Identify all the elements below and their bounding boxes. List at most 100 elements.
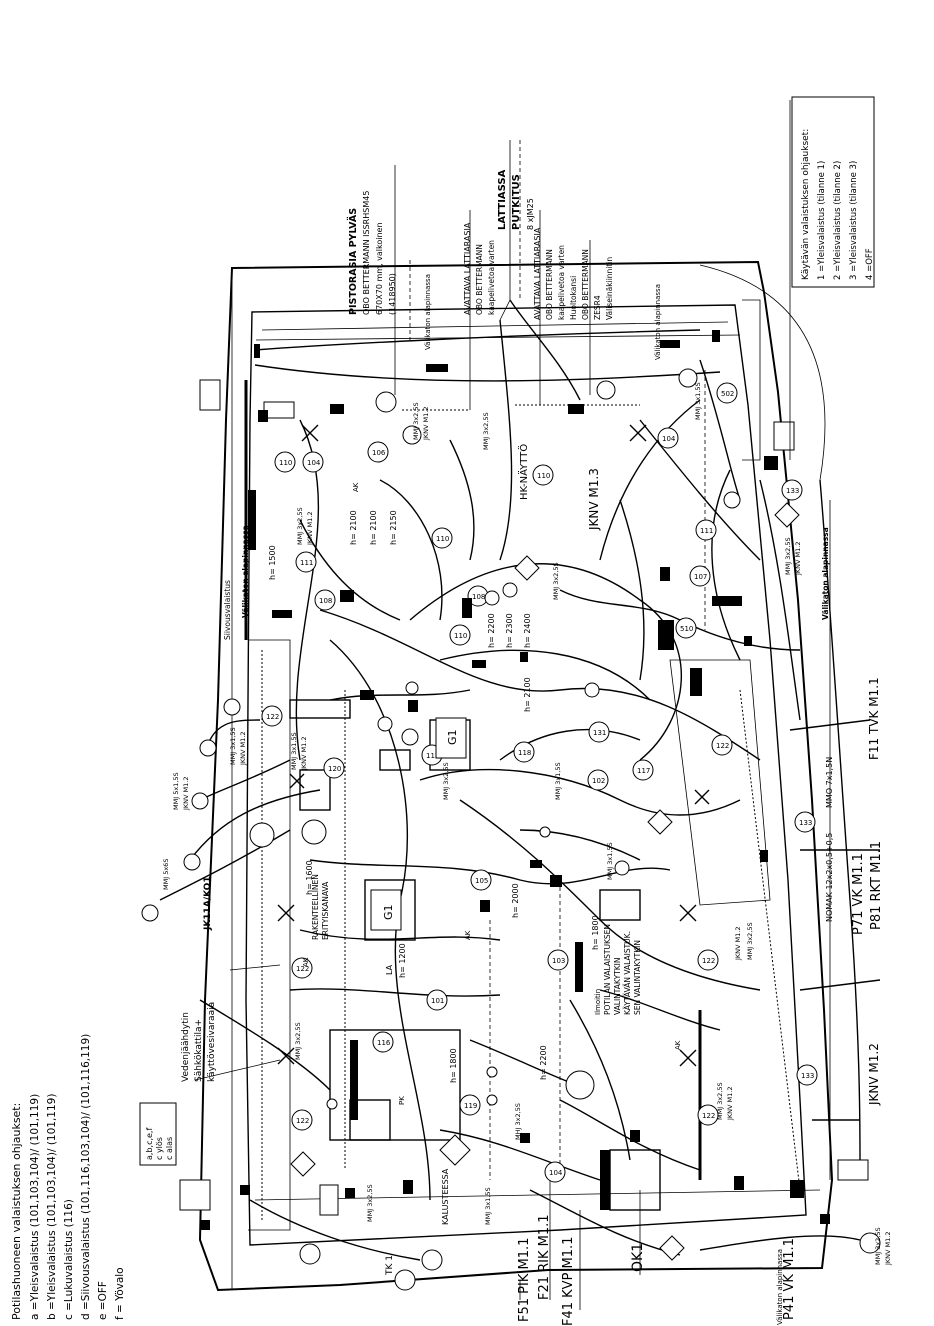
svg-text:Sähkökattila+: Sähkökattila+	[194, 1019, 204, 1082]
switch-box-line2: c ylös	[155, 1137, 164, 1160]
ref-p41: P41 VK M1.1	[782, 1238, 797, 1320]
ref-mmo: MMO 7x1,5N	[825, 757, 834, 808]
svg-text:h= 2000: h= 2000	[511, 883, 520, 918]
callout-avattava1: AVATTAVA LATTIARASIA OBO BETTERMANN kaap…	[463, 222, 496, 315]
svg-text:133: 133	[801, 1072, 814, 1080]
svg-text:(1418950): (1418950)	[388, 273, 397, 315]
svg-text:ZESR4: ZESR4	[593, 295, 602, 320]
fixture-symbols	[141, 330, 881, 1291]
svg-text:122: 122	[296, 965, 309, 973]
callout-pistorasia: PISTORASIA PYLVÄS OBO BETTERMANN ISSRHSM…	[348, 191, 397, 315]
svg-text:MMJ 3x2,5S: MMJ 3x2,5S	[296, 507, 304, 545]
cable-trays	[244, 380, 801, 1220]
legend-row-b: b =Yleisvalaistus (101,103,104)/ (101,11…	[46, 1094, 58, 1320]
svg-text:502: 502	[721, 390, 734, 398]
fixture-markers: 110 104 106 110 104 111 111 110 108 108 …	[261, 382, 818, 1183]
svg-text:110: 110	[436, 535, 449, 543]
svg-text:ERITYISKANAVA: ERITYISKANAVA	[321, 881, 330, 940]
svg-text:SEN VALINTAKYTKIN: SEN VALINTAKYTKIN	[633, 940, 642, 1015]
switch-box-line3: c alas	[165, 1137, 174, 1160]
svg-text:Vedenjäähdytin: Vedenjäähdytin	[181, 1012, 191, 1082]
svg-text:h= 1800: h= 1800	[591, 915, 600, 950]
svg-text:MMJ 3x1,5S: MMJ 3x1,5S	[554, 762, 562, 800]
svg-text:JKNV M1.2: JKNV M1.2	[734, 927, 742, 962]
svg-text:104: 104	[549, 1169, 563, 1177]
svg-text:MMJ 3x1,5S: MMJ 3x1,5S	[290, 732, 298, 770]
svg-text:MMJ 3x2,5S: MMJ 3x2,5S	[874, 1227, 882, 1265]
ref-g1-b: G1	[382, 904, 395, 920]
svg-text:h= 1600: h= 1600	[305, 860, 314, 895]
ref-jkknv-m13: JKNV M1.3	[587, 468, 601, 531]
legend-row-d: d =Siivousvalaistus (101,116,103,104)/ (…	[80, 1034, 92, 1320]
legend-row-e: e =OFF	[97, 1281, 109, 1320]
ref-ak-2: AK	[302, 957, 310, 967]
svg-text:122: 122	[266, 713, 279, 721]
leaders	[194, 100, 831, 1310]
svg-text:MMJ 3x2,5S: MMJ 3x2,5S	[442, 762, 450, 800]
legend-kaytava-title: Käytävän valaistuksen ohjaukset:	[801, 129, 811, 280]
svg-text:h= 2300: h= 2300	[505, 613, 514, 648]
svg-text:106: 106	[372, 449, 386, 457]
svg-text:MMJ 3x1,5S: MMJ 3x1,5S	[229, 727, 237, 765]
svg-text:AVATTAVA LATTIARASIA: AVATTAVA LATTIARASIA	[463, 222, 472, 315]
svg-text:133: 133	[799, 819, 812, 827]
svg-text:MHJ 3x2,5S: MHJ 3x2,5S	[514, 1103, 522, 1140]
svg-text:h= 2100: h= 2100	[523, 677, 532, 712]
svg-text:110: 110	[537, 472, 550, 480]
svg-text:133: 133	[786, 487, 799, 495]
label-valikaton-1: Välikaton alapinnassa	[241, 525, 250, 618]
ref-p71: P71 VK M1.1	[851, 853, 866, 935]
label-valikaton-5: Välikaton alapinnassa	[776, 1249, 784, 1325]
ref-jk11a: JK11A/KO1	[203, 876, 213, 931]
legend-kaytava-row-2: 2 =Yleisvalaistus (tilanne 2)	[833, 161, 843, 280]
ref-nomak: NOMAK 12x2x0,5+0,5	[825, 833, 834, 922]
callout-vedenjaahdytin: Vedenjäähdytin Sähkökattila+ käyttövesiv…	[181, 1002, 217, 1082]
legend-potilas: Potilashuoneen valaistuksen ohjaukset: a…	[10, 1034, 126, 1320]
svg-text:Huoltokansi: Huoltokansi	[569, 276, 578, 320]
svg-text:JKNV M1.2: JKNV M1.2	[726, 1087, 734, 1122]
svg-text:AVATTAVA LATTIARASIA: AVATTAVA LATTIARASIA	[533, 227, 542, 320]
ref-la: LA	[385, 964, 394, 975]
svg-text:JKNV M1.2: JKNV M1.2	[182, 777, 190, 812]
legend-kaytava-row-3: 3 =Yleisvalaistus (tilanne 3)	[849, 161, 859, 280]
svg-text:MMJ 3x1,5S: MMJ 3x1,5S	[484, 1187, 492, 1225]
svg-text:MMJ 3x1,5S: MMJ 3x1,5S	[606, 842, 614, 880]
svg-text:OBO BETTERMANN: OBO BETTERMANN	[545, 249, 554, 320]
svg-text:122: 122	[702, 957, 715, 965]
ref-f41: F41 KVP M1.1	[561, 1237, 576, 1326]
ref-f51: F51 PIK M1.1	[517, 1238, 532, 1322]
svg-text:käyttövesivaraaja: käyttövesivaraaja	[207, 1002, 217, 1082]
ref-ok1: OK1	[630, 1243, 646, 1272]
svg-text:MMJ 3x1,5S: MMJ 3x1,5S	[694, 382, 702, 420]
ref-ak-3: AK	[464, 930, 472, 940]
svg-text:RAKENTEELLINEN: RAKENTEELLINEN	[311, 874, 320, 940]
svg-text:118: 118	[518, 749, 531, 757]
svg-text:8 xJM25: 8 xJM25	[526, 198, 535, 230]
svg-text:JKNV M1.2: JKNV M1.2	[306, 512, 314, 547]
svg-text:103: 103	[552, 957, 565, 965]
cable-labels: MMJ 3x2,5S JKNV M1.2 MMJ 3x2,5S MMJ 3x2,…	[162, 382, 892, 1266]
legend-potilas-title: Potilashuoneen valaistuksen ohjaukset:	[10, 1103, 23, 1320]
svg-text:MMJ 5x1,5S: MMJ 5x1,5S	[172, 772, 180, 810]
svg-text:MMJ 3x2,5S: MMJ 3x2,5S	[746, 922, 754, 960]
svg-text:h= 2200: h= 2200	[487, 613, 496, 648]
legend-row-a: a =Yleisvalaistus (101,103,104)/ (101,11…	[29, 1094, 41, 1320]
ref-kalusteessa: KALUSTEESSA	[441, 1168, 450, 1225]
svg-text:131: 131	[593, 729, 606, 737]
ref-ak-4: AK	[674, 1040, 682, 1050]
ref-f11-tvk: F11 TVK M1.1	[867, 677, 881, 760]
svg-text:MMJ 3x2,5S: MMJ 3x2,5S	[552, 562, 560, 600]
svg-text:PISTORASIA PYLVÄS: PISTORASIA PYLVÄS	[348, 208, 359, 315]
ref-hk-naytto: HK-NÄYTTÖ	[517, 444, 530, 500]
svg-text:110: 110	[279, 459, 292, 467]
callout-avattava2: AVATTAVA LATTIARASIA OBO BETTERMANN kaap…	[533, 227, 614, 320]
svg-text:POTILAN VALAISTUKSEN: POTILAN VALAISTUKSEN	[603, 924, 612, 1015]
ref-ak-1: AK	[352, 482, 360, 492]
svg-text:MMJ 3x2,5S: MMJ 3x2,5S	[412, 402, 420, 440]
legend-kaytava-row-1: 1 =Yleisvalaistus (tilanne 1)	[817, 161, 827, 280]
svg-text:h= 2400: h= 2400	[523, 613, 532, 648]
svg-text:108: 108	[472, 593, 485, 601]
svg-text:101: 101	[431, 997, 444, 1005]
svg-text:PUTKITUS: PUTKITUS	[511, 174, 522, 230]
room-walls	[198, 260, 834, 1292]
